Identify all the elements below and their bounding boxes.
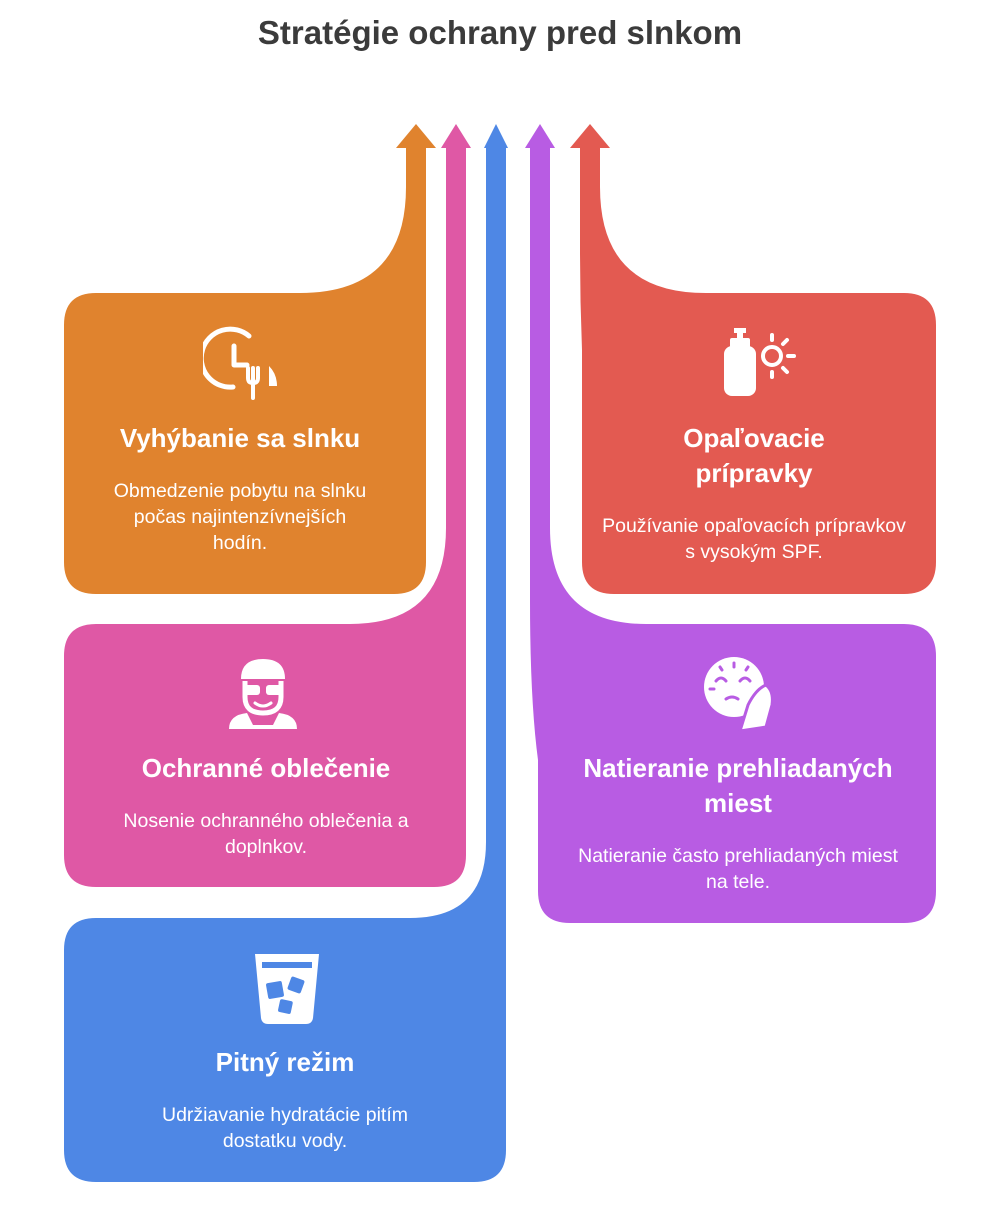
card-desc-vyhybanie: Obmedzenie pobytu na slnku počas najinte… bbox=[113, 480, 367, 554]
card-ochranne-text: Ochranné oblečenie Nosenie ochranného ob… bbox=[80, 751, 452, 860]
card-desc-pitny: Udržiavanie hydratácie pitím dostatku vo… bbox=[161, 1104, 409, 1152]
card-shape-opalovacie bbox=[580, 148, 936, 594]
card-vyhybanie-text: Vyhýbanie sa slnku Obmedzenie pobytu na … bbox=[80, 421, 400, 556]
arrow-head-purple bbox=[525, 124, 555, 148]
card-title-opalovacie: Opaľovacie prípravky bbox=[683, 423, 825, 488]
arrow-head-red bbox=[570, 124, 610, 148]
card-natieranie-text: Natieranie prehliadaných miest Natierani… bbox=[560, 751, 916, 895]
card-pitny-text: Pitný režim Udržiavanie hydratácie pitím… bbox=[80, 1045, 490, 1154]
clock-dining-icon bbox=[203, 326, 277, 400]
sunscreen-bottle-sun-icon bbox=[724, 328, 796, 396]
card-title-pitny: Pitný režim bbox=[215, 1047, 355, 1077]
arrow-head-orange bbox=[396, 124, 436, 148]
card-shape-vyhybanie bbox=[64, 148, 426, 594]
card-shape-pitny-rezim bbox=[64, 148, 506, 1182]
card-shape-ochranne-oblecenie bbox=[64, 148, 466, 887]
water-glass-ice-icon bbox=[255, 954, 319, 1024]
card-desc-opalovacie: Používanie opaľovacích prípravkov s vyso… bbox=[602, 515, 906, 563]
card-desc-ochranne: Nosenie ochranného oblečenia a doplnkov. bbox=[123, 810, 409, 858]
card-title-vyhybanie: Vyhýbanie sa slnku bbox=[119, 423, 361, 453]
face-hand-cream-icon bbox=[704, 657, 774, 731]
card-opalovacie-text: Opaľovacie prípravky Používanie opaľovac… bbox=[596, 421, 912, 565]
card-title-natieranie: Natieranie prehliadaných miest bbox=[583, 753, 893, 818]
card-shape-natieranie bbox=[530, 148, 936, 923]
page-title: Stratégie ochrany pred slnkom bbox=[257, 14, 743, 51]
person-cap-sunglasses-icon bbox=[229, 659, 297, 729]
arrow-head-blue bbox=[484, 124, 508, 148]
card-desc-natieranie: Natieranie často prehliadaných miest na … bbox=[578, 845, 898, 893]
card-title-ochranne: Ochranné oblečenie bbox=[141, 753, 391, 783]
arrow-head-pink bbox=[441, 124, 471, 148]
